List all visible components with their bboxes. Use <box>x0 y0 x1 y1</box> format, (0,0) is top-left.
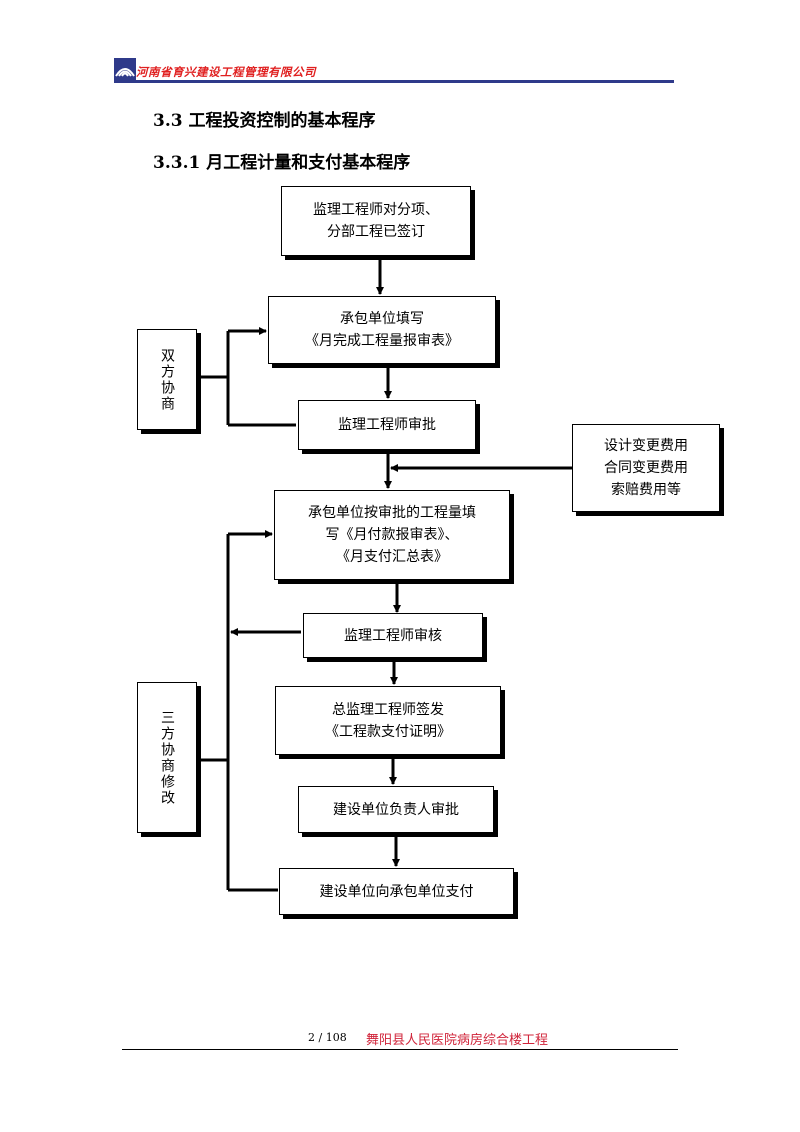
step-text-line: 承包单位按审批的工程量填 <box>308 505 476 521</box>
side-cost-changes: 设计变更费用 合同变更费用 索赔费用等 <box>572 424 720 512</box>
step-text-line: 监理工程师审核 <box>344 627 442 644</box>
step-engineer-approval: 监理工程师审批 <box>298 400 476 450</box>
step-text-line: 《月完成工程量报审表》 <box>305 333 459 349</box>
step-owner-approval: 建设单位负责人审批 <box>298 786 494 833</box>
company-logo-icon <box>114 58 136 80</box>
step-owner-pays-contractor: 建设单位向承包单位支付 <box>279 868 514 915</box>
side-text-line: 设计变更费用 <box>604 438 688 454</box>
step-text-line: 分部工程已签订 <box>327 224 425 240</box>
step-text-line: 建设单位向承包单位支付 <box>319 883 474 900</box>
step-contractor-payment-forms: 承包单位按审批的工程量填 写《月付款报审表》、 《月支付汇总表》 <box>274 490 510 580</box>
header-rule <box>114 80 674 83</box>
page-number: 2 / 108 <box>308 1031 347 1044</box>
step-engineer-review: 监理工程师审核 <box>303 613 483 658</box>
footer-rule <box>122 1049 678 1050</box>
side-trilateral-negotiation: 三方协商修改 <box>137 682 197 833</box>
step-text-line: 承包单位填写 <box>340 311 424 327</box>
step-text-line: 监理工程师对分项、 <box>313 202 439 218</box>
section-heading: 3.3 工程投资控制的基本程序 <box>153 111 376 131</box>
side-text-line: 合同变更费用 <box>604 460 688 476</box>
step-text-line: 建设单位负责人审批 <box>333 801 459 818</box>
step-text-line: 监理工程师审批 <box>338 417 436 433</box>
step-text-line: 《月支付汇总表》 <box>336 549 448 565</box>
subsection-heading: 3.3.1 月工程计量和支付基本程序 <box>153 153 411 173</box>
step-chief-engineer-issues: 总监理工程师签发 《工程款支付证明》 <box>275 686 501 755</box>
step-text-line: 总监理工程师签发 <box>332 701 444 718</box>
side-vertical-label: 双方协商 <box>159 347 175 412</box>
side-bilateral-negotiation: 双方协商 <box>137 329 197 430</box>
side-vertical-label: 三方协商修改 <box>159 709 175 806</box>
step-text-line: 写《月付款报审表》、 <box>325 527 459 543</box>
step-subwork-signed: 监理工程师对分项、 分部工程已签订 <box>281 186 471 256</box>
company-name: 河南省育兴建设工程管理有限公司 <box>136 65 316 79</box>
step-text-line: 《工程款支付证明》 <box>325 723 451 740</box>
footer-project-name: 舞阳县人民医院病房综合楼工程 <box>366 1033 549 1048</box>
side-text-line: 索赔费用等 <box>611 482 681 498</box>
step-contractor-fills-report: 承包单位填写 《月完成工程量报审表》 <box>268 296 496 364</box>
